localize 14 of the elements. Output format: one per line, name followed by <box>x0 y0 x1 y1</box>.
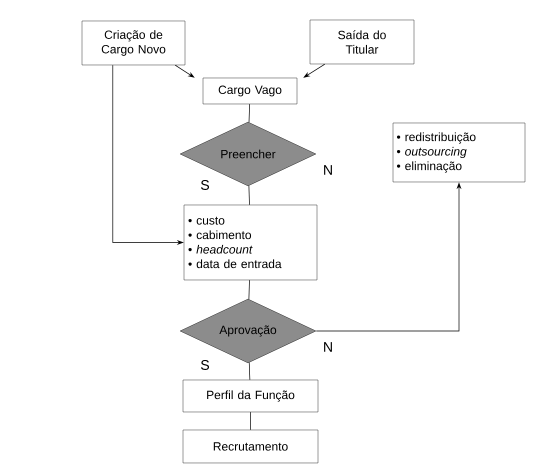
process-box: • redistribuição • outsourcing • eliminação <box>392 122 526 182</box>
process-box: Recrutamento <box>182 430 318 464</box>
connector-line <box>248 185 250 206</box>
process-box: Saída do Titular <box>310 20 414 64</box>
connector-line <box>250 412 251 430</box>
branch-label: N <box>324 165 332 175</box>
connector-line <box>248 362 250 380</box>
connector-line <box>248 280 250 300</box>
process-box: Criação de Cargo Novo <box>82 20 186 66</box>
edge-label: N <box>324 342 332 352</box>
process-box: • custo • cabimento • headcount • data de entrada <box>184 204 318 280</box>
process-box: Cargo Vago <box>202 78 298 104</box>
connector-line <box>248 104 250 123</box>
process-box: Perfil da Função <box>182 380 318 412</box>
